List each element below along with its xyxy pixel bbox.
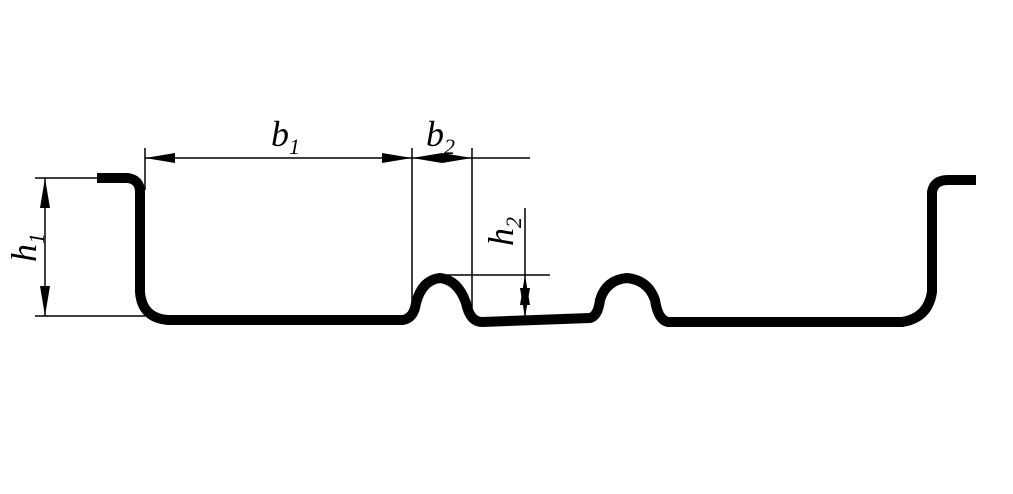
h1-label: h1 — [4, 233, 49, 262]
h2-label: h2 — [481, 217, 526, 246]
dimension-lines — [40, 153, 530, 318]
sheet-profile — [97, 173, 976, 327]
b1-label: b1 — [271, 114, 300, 159]
b2-label: b2 — [426, 114, 455, 159]
extension-lines — [35, 148, 550, 318]
